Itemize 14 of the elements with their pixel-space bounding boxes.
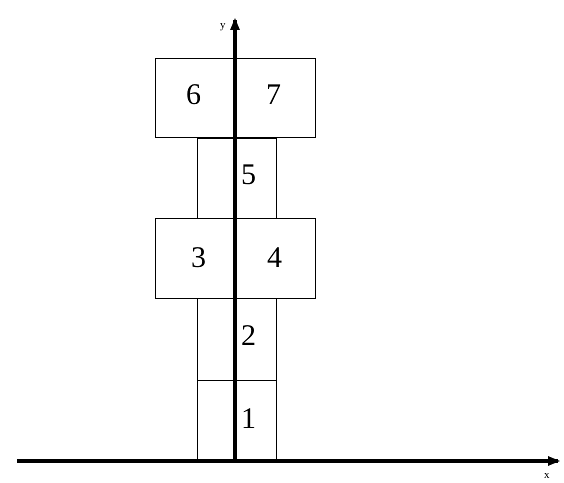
square-number: 1 bbox=[241, 404, 256, 434]
hopscotch-square bbox=[197, 138, 277, 219]
square-number: 3 bbox=[191, 243, 206, 273]
square-number: 5 bbox=[241, 160, 256, 190]
axis-label: x bbox=[544, 470, 550, 481]
square-number: 7 bbox=[266, 80, 281, 110]
hopscotch-square bbox=[155, 58, 236, 138]
hopscotch-square bbox=[197, 298, 277, 381]
square-number: 2 bbox=[241, 321, 256, 351]
hopscotch-square bbox=[235, 58, 316, 138]
square-number: 4 bbox=[267, 243, 282, 273]
hopscotch-square bbox=[197, 380, 277, 461]
square-number: 6 bbox=[186, 80, 201, 110]
axis-label: y bbox=[220, 20, 226, 31]
